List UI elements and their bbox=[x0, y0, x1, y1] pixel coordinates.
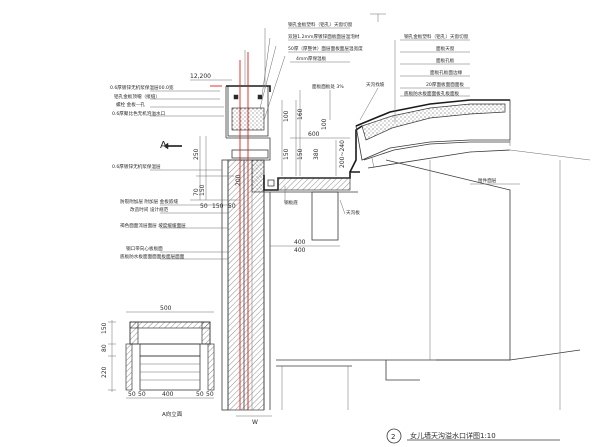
left-note: 褐色面面流层面层 坡度缓缓面层 bbox=[120, 222, 186, 229]
left-note: 0.6厚镀锌无机浆保温层 bbox=[112, 163, 161, 170]
dim-380: 380 bbox=[313, 148, 320, 160]
steel-frame bbox=[263, 149, 591, 410]
dim-bottom-w: W bbox=[252, 419, 258, 426]
elev-dim-80: 80 bbox=[101, 344, 108, 352]
dimension-lines bbox=[190, 79, 350, 417]
elev-dim-50: 50 bbox=[206, 391, 214, 398]
middle-note: 天沟板 bbox=[346, 209, 360, 216]
top-note: 底板防水板面面板孔板面板 bbox=[404, 90, 460, 97]
left-note: 0.6厚镀锌无机浆保温层00.0宽 bbox=[110, 84, 174, 91]
top-note: 20厚面板面面面板 bbox=[426, 81, 464, 88]
red-guidelines bbox=[210, 52, 249, 410]
dim-160: 160 bbox=[297, 108, 304, 120]
dim-250: 250 bbox=[193, 148, 200, 160]
top-note: 面板孔板 bbox=[436, 57, 455, 64]
dim-150: 150 bbox=[297, 148, 304, 160]
dim-150: 150 bbox=[283, 148, 290, 160]
top-note: 面板孔板面边缘 bbox=[430, 69, 463, 76]
dim-100-b: 100 bbox=[321, 118, 328, 130]
dim-50: 50 bbox=[228, 203, 236, 210]
middle-note: 面板面板处 3% bbox=[312, 83, 344, 90]
dim-50: 50 bbox=[200, 203, 208, 210]
middle-note: 附件面层 bbox=[478, 177, 497, 184]
detail-title-block bbox=[386, 428, 560, 444]
dim-70: 70 bbox=[193, 188, 200, 196]
middle-note: 钢板底 bbox=[284, 199, 298, 206]
dim-200-240: 200~240 bbox=[339, 140, 346, 168]
detail-title: 女儿墙天沟溢水口详图1:10 bbox=[410, 431, 496, 440]
elev-dim-400: 400 bbox=[162, 391, 174, 398]
left-note: 钢口带向心板板面 bbox=[126, 245, 163, 252]
middle-note: 天沟找坡 bbox=[366, 81, 385, 88]
left-note: 防裂附加层 附加层 金板嵌缝 bbox=[120, 198, 178, 205]
elev-dim-50: 50 bbox=[138, 391, 146, 398]
elev-dim-50: 50 bbox=[196, 391, 204, 398]
dim-600: 600 bbox=[308, 131, 320, 138]
elev-dim-150: 150 bbox=[101, 322, 108, 334]
leader-lines bbox=[150, 27, 520, 260]
top-note: 4mm厚保温板 bbox=[296, 55, 327, 62]
gutter bbox=[263, 125, 363, 241]
left-note: 底板防水板面面面面板面层面面 bbox=[120, 253, 185, 260]
detail-number: 2 bbox=[391, 433, 395, 441]
dim-top-offset: 12,200 bbox=[190, 73, 211, 80]
top-note: 双翅1.2mm厚镀锌面板面层温泡材 bbox=[288, 33, 360, 40]
left-note: 铝孔金板顶帽（接缝） bbox=[114, 93, 160, 100]
dim-400-mid: 400 bbox=[294, 239, 306, 246]
elev-dim-220: 220 bbox=[101, 366, 108, 378]
section-marker: A bbox=[160, 140, 182, 151]
dim-400: 400 bbox=[294, 247, 306, 254]
dim-150: 150 bbox=[199, 184, 206, 196]
parapet-wall bbox=[221, 159, 265, 411]
dim-200: 200 bbox=[235, 174, 242, 186]
elev-dim-50: 50 bbox=[128, 391, 136, 398]
dim-150: 150 bbox=[212, 203, 224, 210]
elevation-a-inset bbox=[108, 311, 215, 399]
left-note: 改造时间 设计规范 bbox=[130, 206, 169, 213]
top-note: 钢孔金板塑料（铝孔）天窗切窗 bbox=[288, 21, 353, 28]
top-note: 50厚（厚整体）面层面板面层温宽度 bbox=[288, 45, 363, 52]
top-note: 钢孔金板塑料（铝孔）天窗切窗 bbox=[404, 33, 469, 40]
left-note: 螺栓 金板—孔 bbox=[116, 101, 145, 108]
top-note: 面板天窗 bbox=[436, 45, 455, 52]
section-label-a: A bbox=[160, 140, 167, 151]
elevation-title: A向立面 bbox=[162, 410, 183, 418]
left-note: 0.6厚聚比色无机泡溢水口 bbox=[112, 110, 166, 117]
roof-slab bbox=[355, 99, 511, 169]
dim-100: 100 bbox=[283, 110, 290, 122]
elev-dim-500: 500 bbox=[160, 305, 172, 312]
